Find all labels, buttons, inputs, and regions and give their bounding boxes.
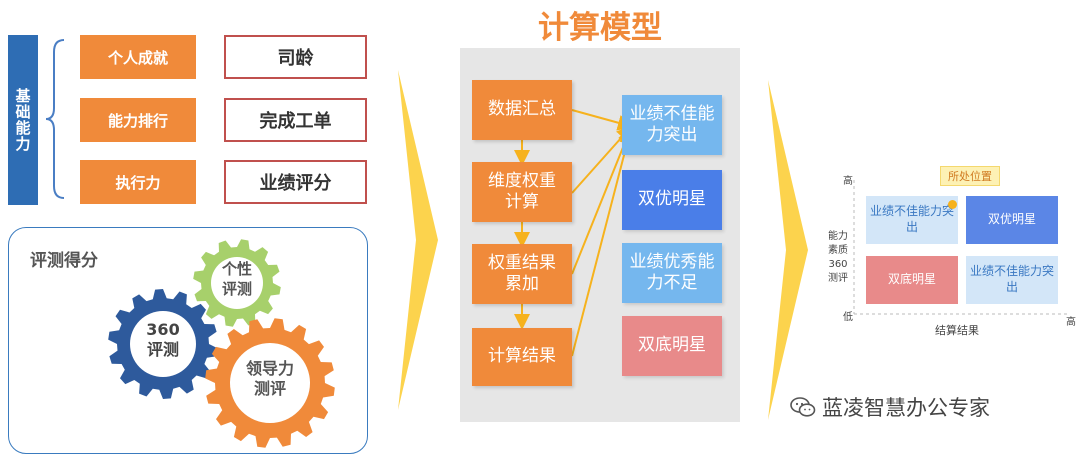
matrix-cell-bottom-right: 业绩不佳能力突出 <box>966 256 1058 304</box>
gear-leadership-label-2: 测评 <box>254 379 286 398</box>
basic-ability-label: 基础能力 <box>8 35 38 205</box>
result-weak-perf-strong-ability: 业绩不佳能力突出 <box>622 95 722 155</box>
model-title: 计算模型 <box>538 10 662 46</box>
step-dimension-weight: 维度权重计算 <box>472 162 572 222</box>
gear-personality-icon <box>193 239 281 327</box>
basic-item-left-1: 个人成就 <box>80 35 196 79</box>
chevron-right-icon-2 <box>768 80 808 420</box>
step-data-summary: 数据汇总 <box>472 80 572 140</box>
position-tag: 所处位置 <box>940 166 1000 186</box>
matrix-axes <box>853 180 1070 315</box>
result-double-star: 双优明星 <box>622 170 722 230</box>
basic-item-right-1: 司龄 <box>224 35 367 79</box>
gear-personality-label-2: 评测 <box>222 280 252 298</box>
brace-icon <box>45 39 65 199</box>
step-result: 计算结果 <box>472 328 572 386</box>
gear-leadership-label: 领导力 <box>246 359 294 378</box>
basic-item-right-2: 完成工单 <box>224 98 367 142</box>
matrix-cell-top-left: 业绩不佳能力突出 <box>866 196 958 244</box>
gear-orange-hole <box>230 343 310 423</box>
chevron-right-icon <box>398 70 438 410</box>
y-axis-low: 低 <box>843 312 853 323</box>
gears-diagram: 个性 评测 360 评测 领导力 测评 <box>108 239 335 448</box>
gear-personality-label: 个性 <box>221 260 252 278</box>
y-axis-high: 高 <box>843 176 853 187</box>
gear-360-label-2: 评测 <box>147 340 179 359</box>
basic-item-left-2: 能力排行 <box>80 98 196 142</box>
watermark: 蓝凌智慧办公专家 <box>790 392 990 422</box>
basic-item-left-3: 执行力 <box>80 160 196 204</box>
wechat-icon <box>790 397 816 417</box>
result-double-low: 双底明星 <box>622 316 722 376</box>
x-axis-high: 高 <box>1066 317 1076 328</box>
step-weight-sum: 权重结果累加 <box>472 244 572 304</box>
watermark-text: 蓝凌智慧办公专家 <box>822 396 990 420</box>
gear-360-label: 360 <box>146 320 179 339</box>
flow-arrows <box>514 109 635 357</box>
result-strong-perf-weak-ability: 业绩优秀能力不足 <box>622 243 722 303</box>
basic-item-right-3: 业绩评分 <box>224 160 367 204</box>
matrix-cell-bottom-left: 双底明星 <box>866 256 958 304</box>
gear-blue-hole <box>130 311 196 377</box>
matrix-cell-top-right: 双优明星 <box>966 196 1058 244</box>
gear-360-icon <box>108 289 218 399</box>
gear-green-hole <box>211 257 263 309</box>
position-marker-icon <box>948 200 957 209</box>
y-axis-label: 能力 素质 360 测评 <box>828 231 848 284</box>
score-title: 评测得分 <box>30 251 98 271</box>
gear-leadership-icon <box>205 318 335 448</box>
x-axis-label: 结算结果 <box>935 324 979 337</box>
